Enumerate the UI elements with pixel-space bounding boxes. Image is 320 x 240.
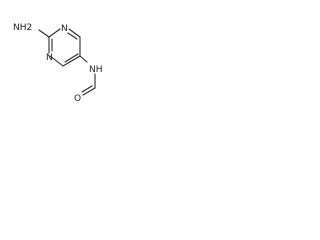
chemical-structure: NH2 N N NH O — [13, 23, 103, 104]
bond-carbonyl-c-o-inner — [81, 85, 93, 93]
ring-nitrogen-3-label: N — [46, 53, 53, 63]
pyrimidine-ring — [48, 28, 81, 67]
ring-nitrogen-1-label: N — [61, 24, 68, 34]
bond-c6-n1-inner — [67, 32, 78, 40]
bond-carbonyl-c-o — [82, 87, 96, 96]
amino-group-label: NH2 — [13, 23, 32, 33]
bond-c6-n1 — [68, 28, 81, 38]
bond-n3-c4 — [49, 55, 64, 67]
carbonyl-oxygen-label: O — [74, 94, 81, 104]
bond-n1-c2 — [48, 28, 61, 38]
bond-c5-nh — [79, 55, 88, 63]
amide-nitrogen-label: NH — [89, 65, 103, 75]
bond-c4-c5 — [62, 55, 81, 67]
bond-c4-c5-inner — [64, 53, 79, 63]
bond-c2-nh2 — [38, 29, 50, 38]
